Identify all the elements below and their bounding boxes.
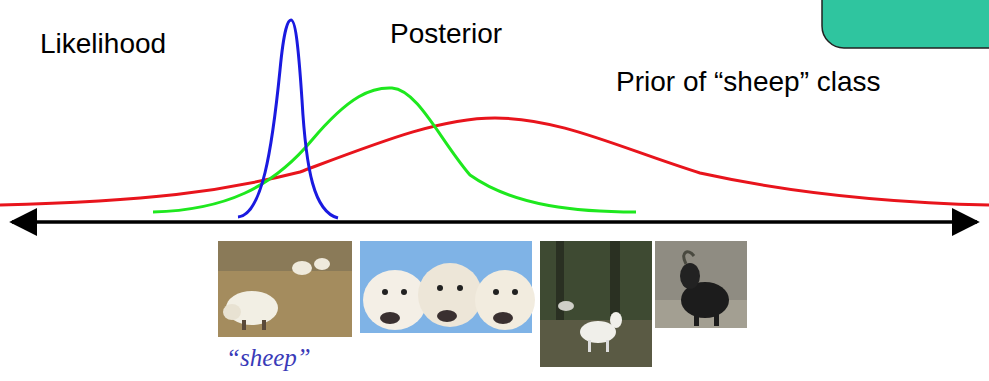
prior-curve (0, 118, 989, 205)
posterior-curve (153, 88, 636, 212)
prior-label: Prior of “sheep” class (616, 66, 881, 98)
sheep-faces-photo (360, 241, 535, 333)
axis-arrow (12, 220, 977, 224)
posterior-label: Posterior (390, 18, 502, 50)
sheep-photo (218, 241, 352, 337)
black-goat-photo (655, 241, 747, 328)
corner-tab (822, 0, 989, 48)
likelihood-label: Likelihood (40, 28, 166, 60)
likelihood-curve (238, 20, 338, 218)
goat-forest-photo (540, 241, 652, 367)
photo-caption: “sheep” (226, 344, 311, 373)
